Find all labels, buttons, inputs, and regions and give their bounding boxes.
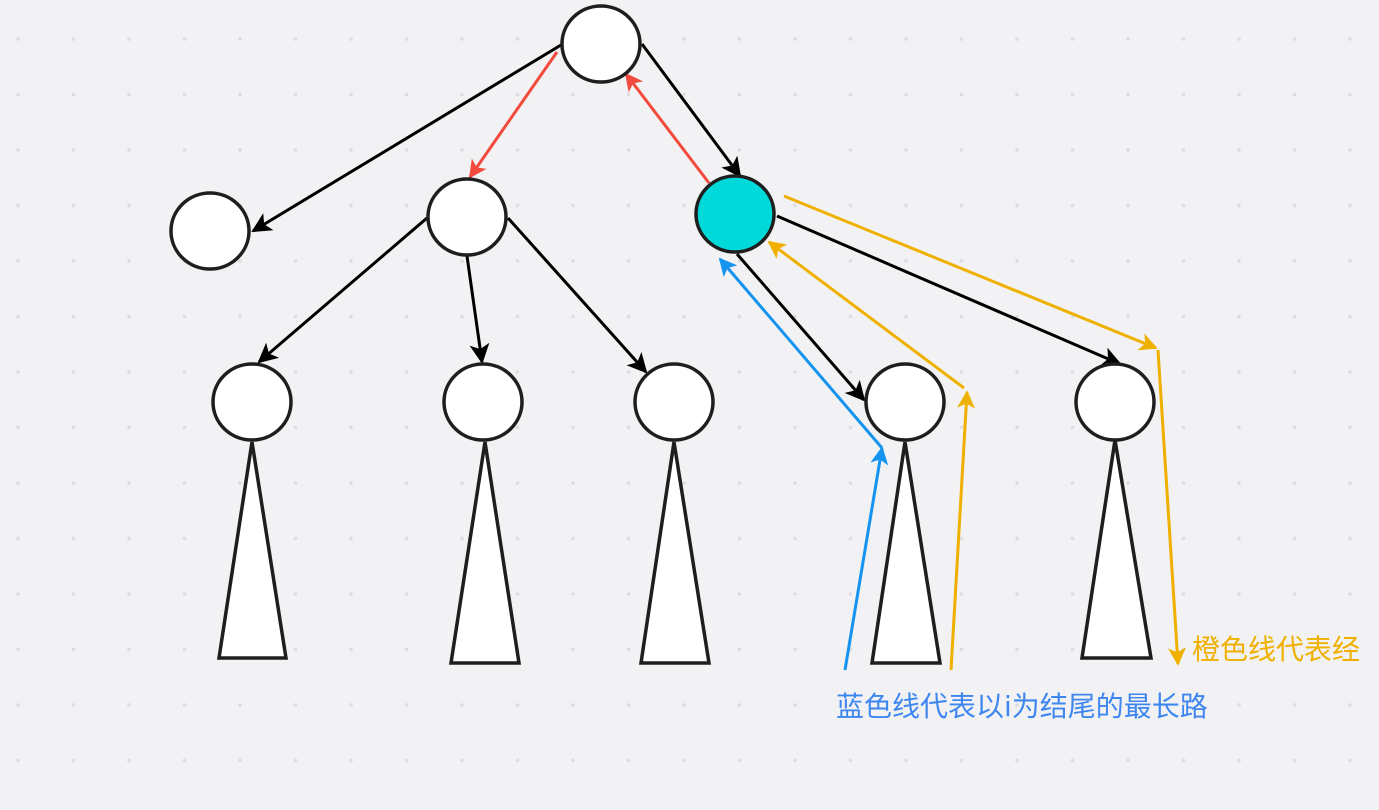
edge-root-leftleaf (251, 43, 562, 233)
orange-line-caption: 橙色线代表经 (1192, 633, 1361, 666)
subtree-triangle (1079, 439, 1154, 660)
subtree-triangle (638, 441, 712, 665)
node-i-highlighted (694, 174, 776, 254)
red-path (468, 51, 711, 184)
edge-i-c2 (776, 214, 1122, 367)
node-mid-child-3 (633, 362, 715, 442)
tree-edges (251, 43, 1122, 402)
node-i-child-2 (1074, 362, 1156, 442)
node-mid (426, 177, 508, 257)
subtree-triangle (216, 441, 289, 660)
node-mid-child-1 (211, 362, 293, 442)
node-root (560, 4, 642, 84)
subtree-triangle (869, 441, 943, 665)
subtree-triangles (216, 439, 1154, 665)
subtree-triangle (448, 441, 522, 665)
orange-path (767, 194, 1186, 671)
orange-line-down (1156, 349, 1186, 666)
tree-nodes (169, 4, 1156, 442)
blue-arrow-to-i (718, 257, 884, 449)
edge-mid-c3 (506, 216, 648, 374)
node-i-child-1 (864, 362, 946, 442)
node-mid-child-2 (442, 362, 524, 442)
node-left-leaf (169, 191, 251, 271)
edge-root-i (640, 43, 742, 178)
blue-line-bottom (843, 446, 889, 671)
edge-mid-c1 (257, 216, 428, 364)
blue-line-caption: 蓝色线代表以i为结尾的最长路 (836, 690, 1208, 723)
orange-arrow-to-i (767, 240, 965, 390)
blue-path (718, 257, 889, 671)
orange-line-up (949, 390, 976, 671)
red-arrow-root-to-mid (468, 51, 559, 179)
red-arrow-i-to-root (624, 72, 711, 184)
edge-i-c1 (735, 253, 866, 402)
orange-arrow-from-i (783, 194, 1158, 351)
edge-mid-c2 (465, 255, 490, 364)
